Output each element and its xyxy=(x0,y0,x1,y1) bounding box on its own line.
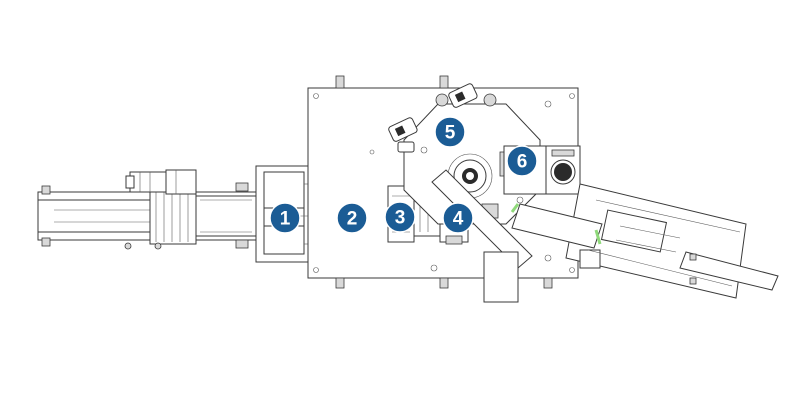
badge-label-3: 3 xyxy=(395,208,406,229)
badge-label-4: 4 xyxy=(453,209,464,230)
pneumatic-valves xyxy=(388,83,478,153)
infeed-motor xyxy=(125,169,197,195)
station-badge-3: 3 xyxy=(384,201,416,233)
badge-label-2: 2 xyxy=(347,209,358,230)
badge-circle xyxy=(269,202,301,234)
badge-circle xyxy=(336,202,368,234)
badge-circle xyxy=(442,202,474,234)
badge-circle xyxy=(506,145,538,177)
station-badge-6: 6 xyxy=(506,145,538,177)
station-badge-4: 4 xyxy=(442,202,474,234)
station-badge-1: 1 xyxy=(269,202,301,234)
station-badge-5: 5 xyxy=(434,116,466,148)
reject-chute xyxy=(431,169,533,303)
outfeed-conveyor xyxy=(510,183,779,299)
station-badge-2: 2 xyxy=(336,202,368,234)
badge-label-5: 5 xyxy=(445,123,456,144)
badge-label-1: 1 xyxy=(280,209,291,230)
badge-label-6: 6 xyxy=(517,152,528,173)
infeed-conveyor xyxy=(37,182,261,250)
badge-circle xyxy=(384,201,416,233)
badge-circle xyxy=(434,116,466,148)
